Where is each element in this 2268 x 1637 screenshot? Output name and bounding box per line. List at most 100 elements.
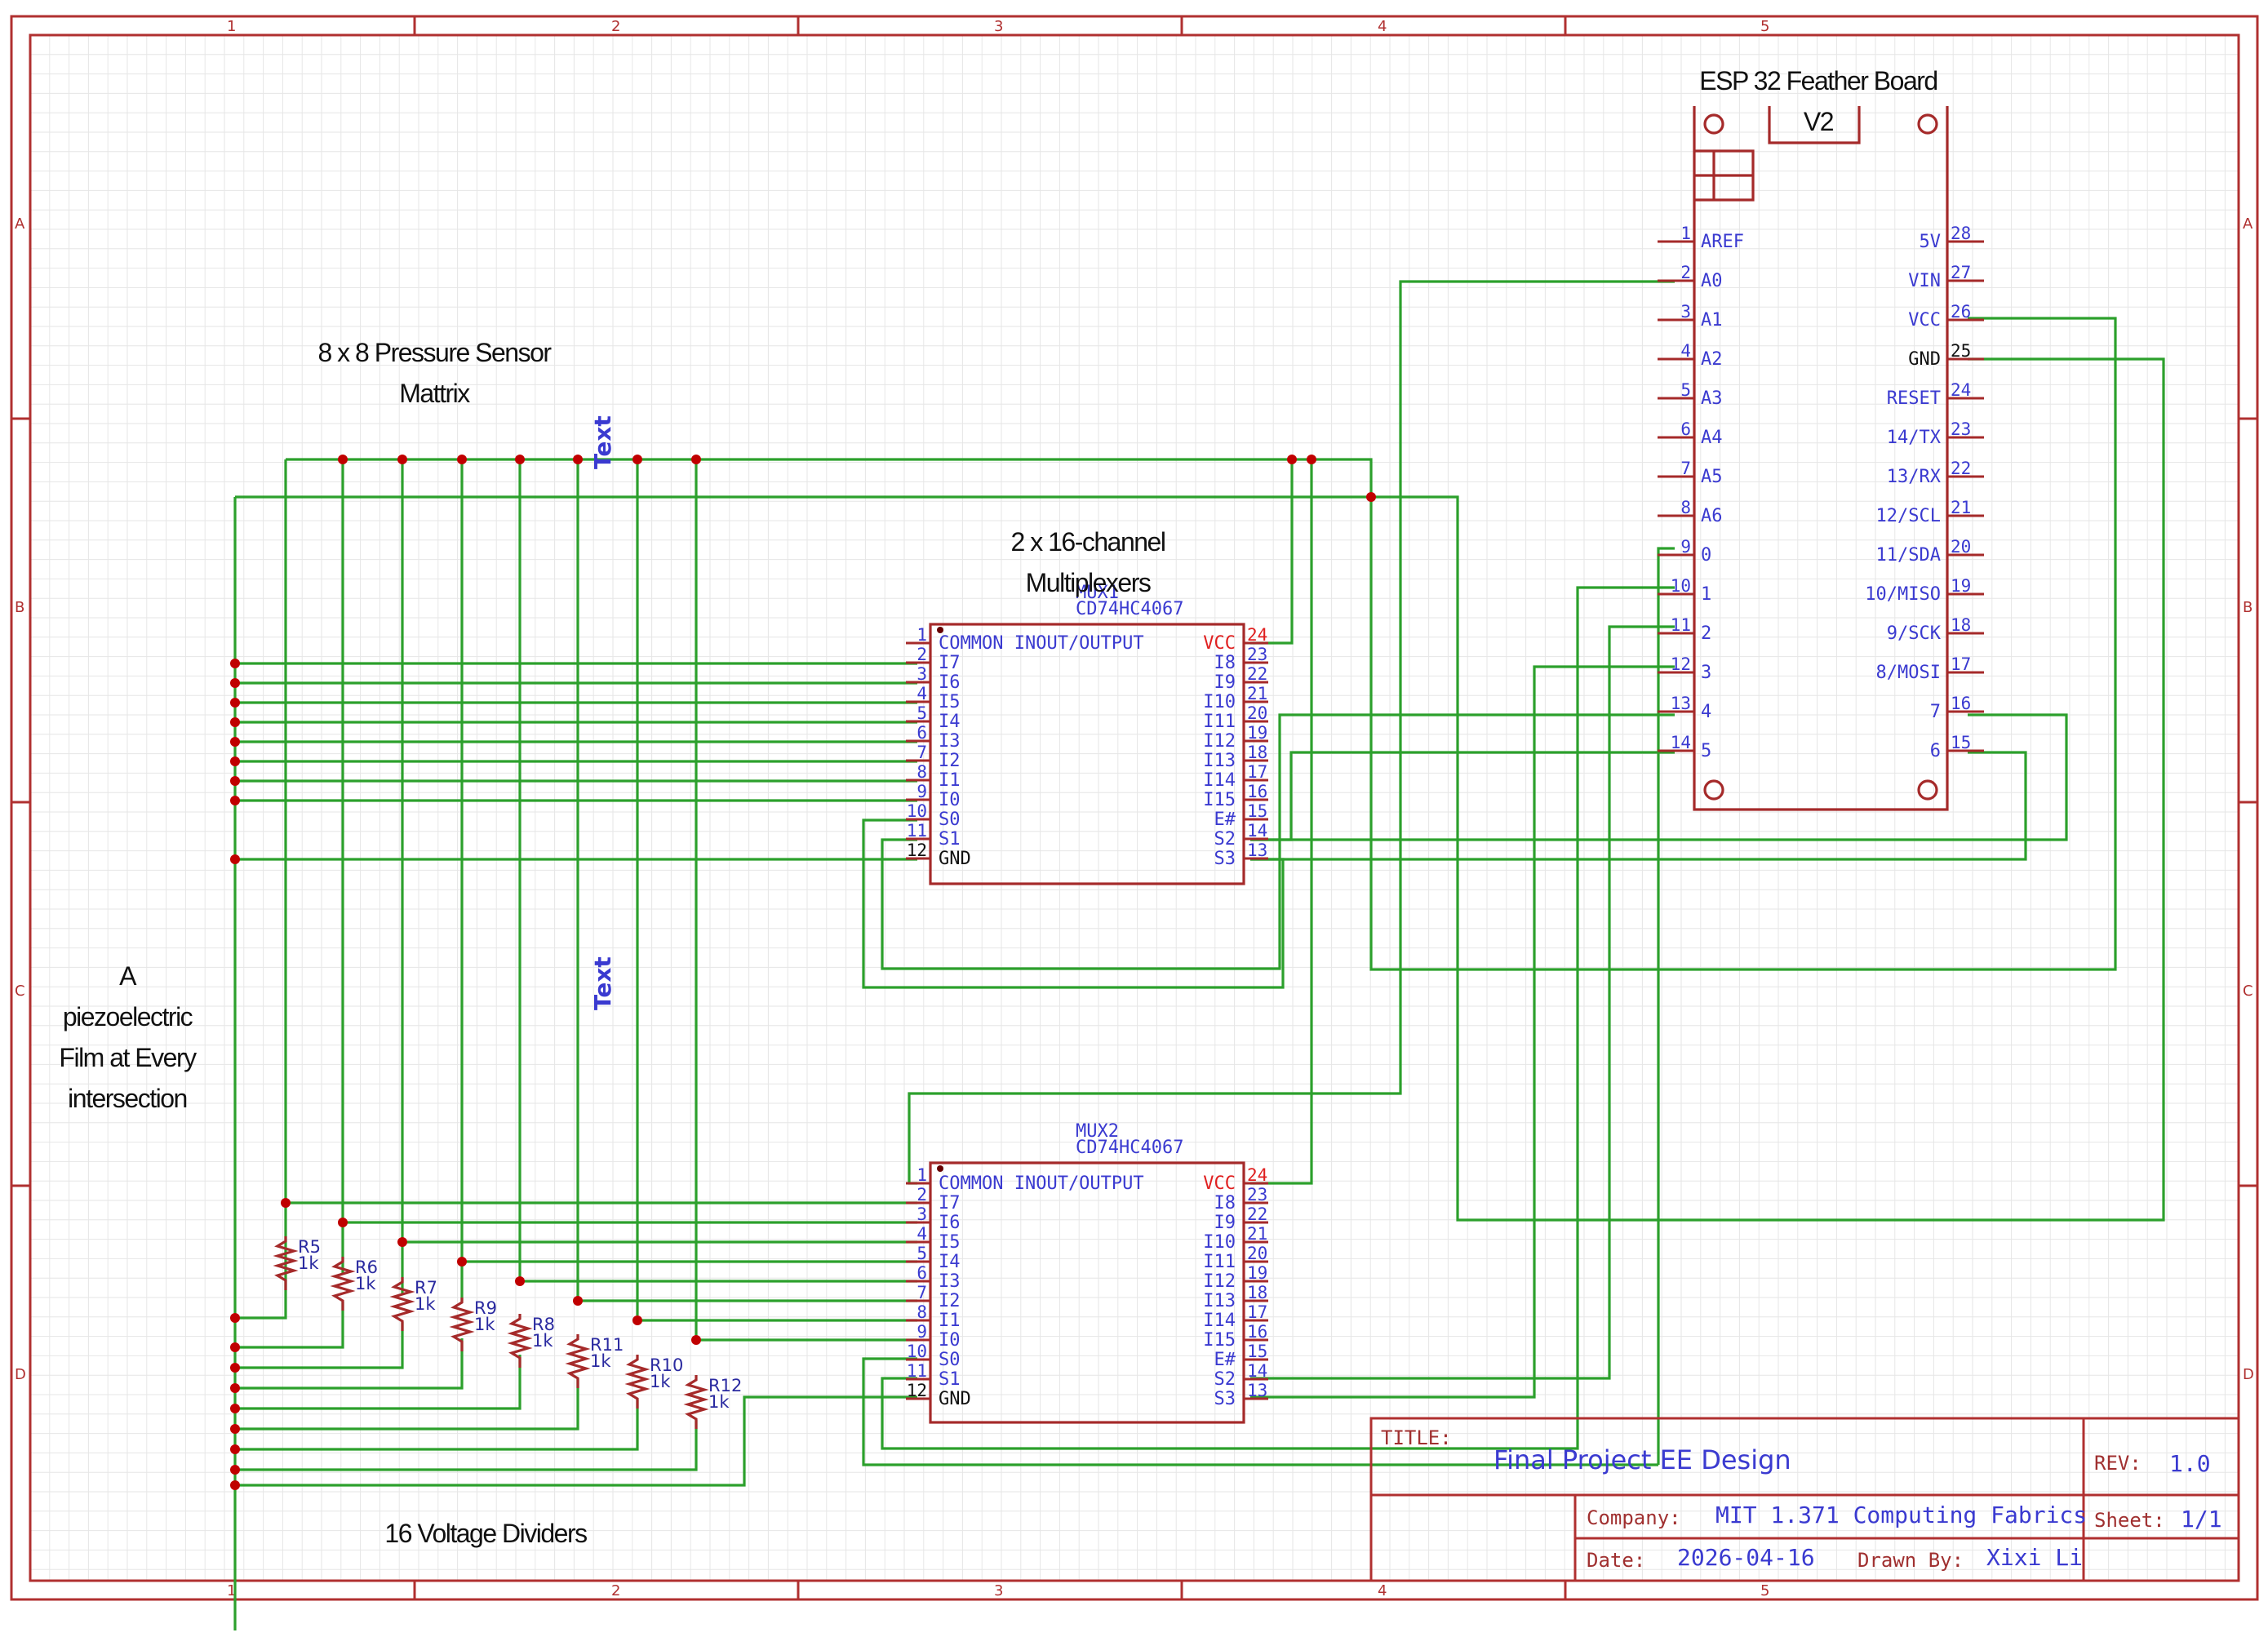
pin-number: 8 [917,762,927,782]
junction-dot [230,717,240,727]
wires [233,280,2165,1630]
company-label: Company: [1587,1506,1681,1529]
resistor-value: 1k [355,1274,376,1293]
pin-number: 24 [1951,380,1971,400]
pin-number: 19 [1247,723,1267,743]
wire-divider-6 [235,1379,579,1431]
pin-number: 4 [917,1224,927,1244]
pin-number: 2 [1680,263,1691,282]
pin-number: 11 [907,1361,927,1381]
resistor-zigzag [683,1375,709,1429]
junction-dot [230,756,240,766]
wire-second-bus [235,357,2165,1222]
pin-number: 22 [1951,459,1971,478]
junction-dot [281,1198,291,1208]
pin-number: 5 [917,703,927,723]
pin-label: I10 [1203,1232,1236,1253]
mux2-pin1-dot [937,1165,943,1172]
pin-number: 21 [1247,684,1267,703]
pin-label: VCC [1908,310,1941,331]
pin-number: 5 [917,1244,927,1263]
pin-number: 22 [1247,1204,1267,1224]
pin-number: 13 [1247,1381,1267,1400]
pin-label: I11 [1203,1252,1236,1272]
pin-number: 8 [917,1302,927,1322]
matrix-note-line2: Mattrix [399,379,470,408]
piezo-note-line3: Film at Every [59,1043,197,1072]
company-value: MIT 1.371 Computing Fabrics [1715,1502,2087,1528]
pin-label: I5 [939,692,961,712]
pin-number: 15 [1247,1342,1267,1361]
resistor-ref: R11 [590,1335,624,1355]
mux1-pin1-dot [937,627,943,633]
resistor-ref: R10 [650,1355,683,1375]
row-label-a-left: A [15,215,25,233]
pin-label: 13/RX [1887,467,1942,487]
esp32-mount-hole-tl [1703,113,1724,135]
pin-number: 21 [1247,1224,1267,1244]
pin-number: 7 [1680,459,1691,478]
pin-label: COMMON INOUT/OUTPUT [939,1173,1144,1194]
junction-dot [230,1342,240,1352]
row-label-a-right: A [2243,215,2253,233]
resistor-zigzag [389,1277,415,1331]
rev-label: REV: [2094,1452,2142,1475]
pin-label: I11 [1203,712,1236,732]
pin-label: I1 [939,1311,961,1331]
pin-number: 20 [1247,1244,1267,1263]
pin-label: I9 [1214,672,1236,693]
pin-number: 14 [1247,821,1267,841]
junction-dot [230,1444,240,1454]
pin-number: 4 [1680,341,1691,361]
pin-label: 5V [1920,232,1942,252]
title-label: TITLE: [1381,1426,1452,1449]
pin-label: 8/MOSI [1876,663,1941,683]
pin-number: 9 [917,1322,927,1342]
junction-dot [515,1276,525,1286]
pin-number: 17 [1247,1302,1267,1322]
wire-divider-4 [235,1338,464,1390]
col-label-4-top: 4 [1378,18,1387,35]
junction-dot [691,455,701,464]
resistor-zigzag [330,1257,356,1311]
junction-dot [397,455,407,464]
pin-number: 11 [907,821,927,841]
col-label-5-bottom: 5 [1760,1582,1769,1599]
pin-number: 14 [1671,733,1691,752]
pin-number: 9 [917,782,927,801]
row-label-b-left: B [15,599,24,616]
pin-label: 11/SDA [1876,545,1941,566]
pin-label: I15 [1203,790,1236,810]
esp32-title-line1: ESP 32 Feather Board [1699,66,1937,95]
date-label: Date: [1587,1549,1645,1572]
pin-number: 24 [1247,1165,1267,1185]
pin-number: 19 [1951,576,1971,596]
text-label-lower: Text [589,956,616,1010]
pin-label: A0 [1701,271,1723,291]
pin-label: I14 [1203,770,1236,791]
piezo-note-line4: intersection [68,1084,187,1113]
pin-number: 2 [917,645,927,664]
junction-dot [1287,455,1297,464]
wire-mux2-vcc [1250,459,1313,1185]
piezo-note-line1: A [119,961,137,991]
sheet-label: Sheet: [2094,1509,2165,1532]
pin-label: I7 [939,1193,961,1213]
pin-label: E# [1214,810,1236,830]
resistor-ref: R6 [355,1258,378,1277]
junction-dot [1366,492,1376,502]
col-label-2-bottom: 2 [611,1582,620,1599]
resistor-zigzag [507,1314,533,1368]
junction-dot [457,455,467,464]
pin-label: GND [939,849,971,869]
pin-label: I14 [1203,1311,1236,1331]
pin-number: 10 [907,1342,927,1361]
junction-dot [457,1257,467,1267]
pin-label: I6 [939,672,961,693]
